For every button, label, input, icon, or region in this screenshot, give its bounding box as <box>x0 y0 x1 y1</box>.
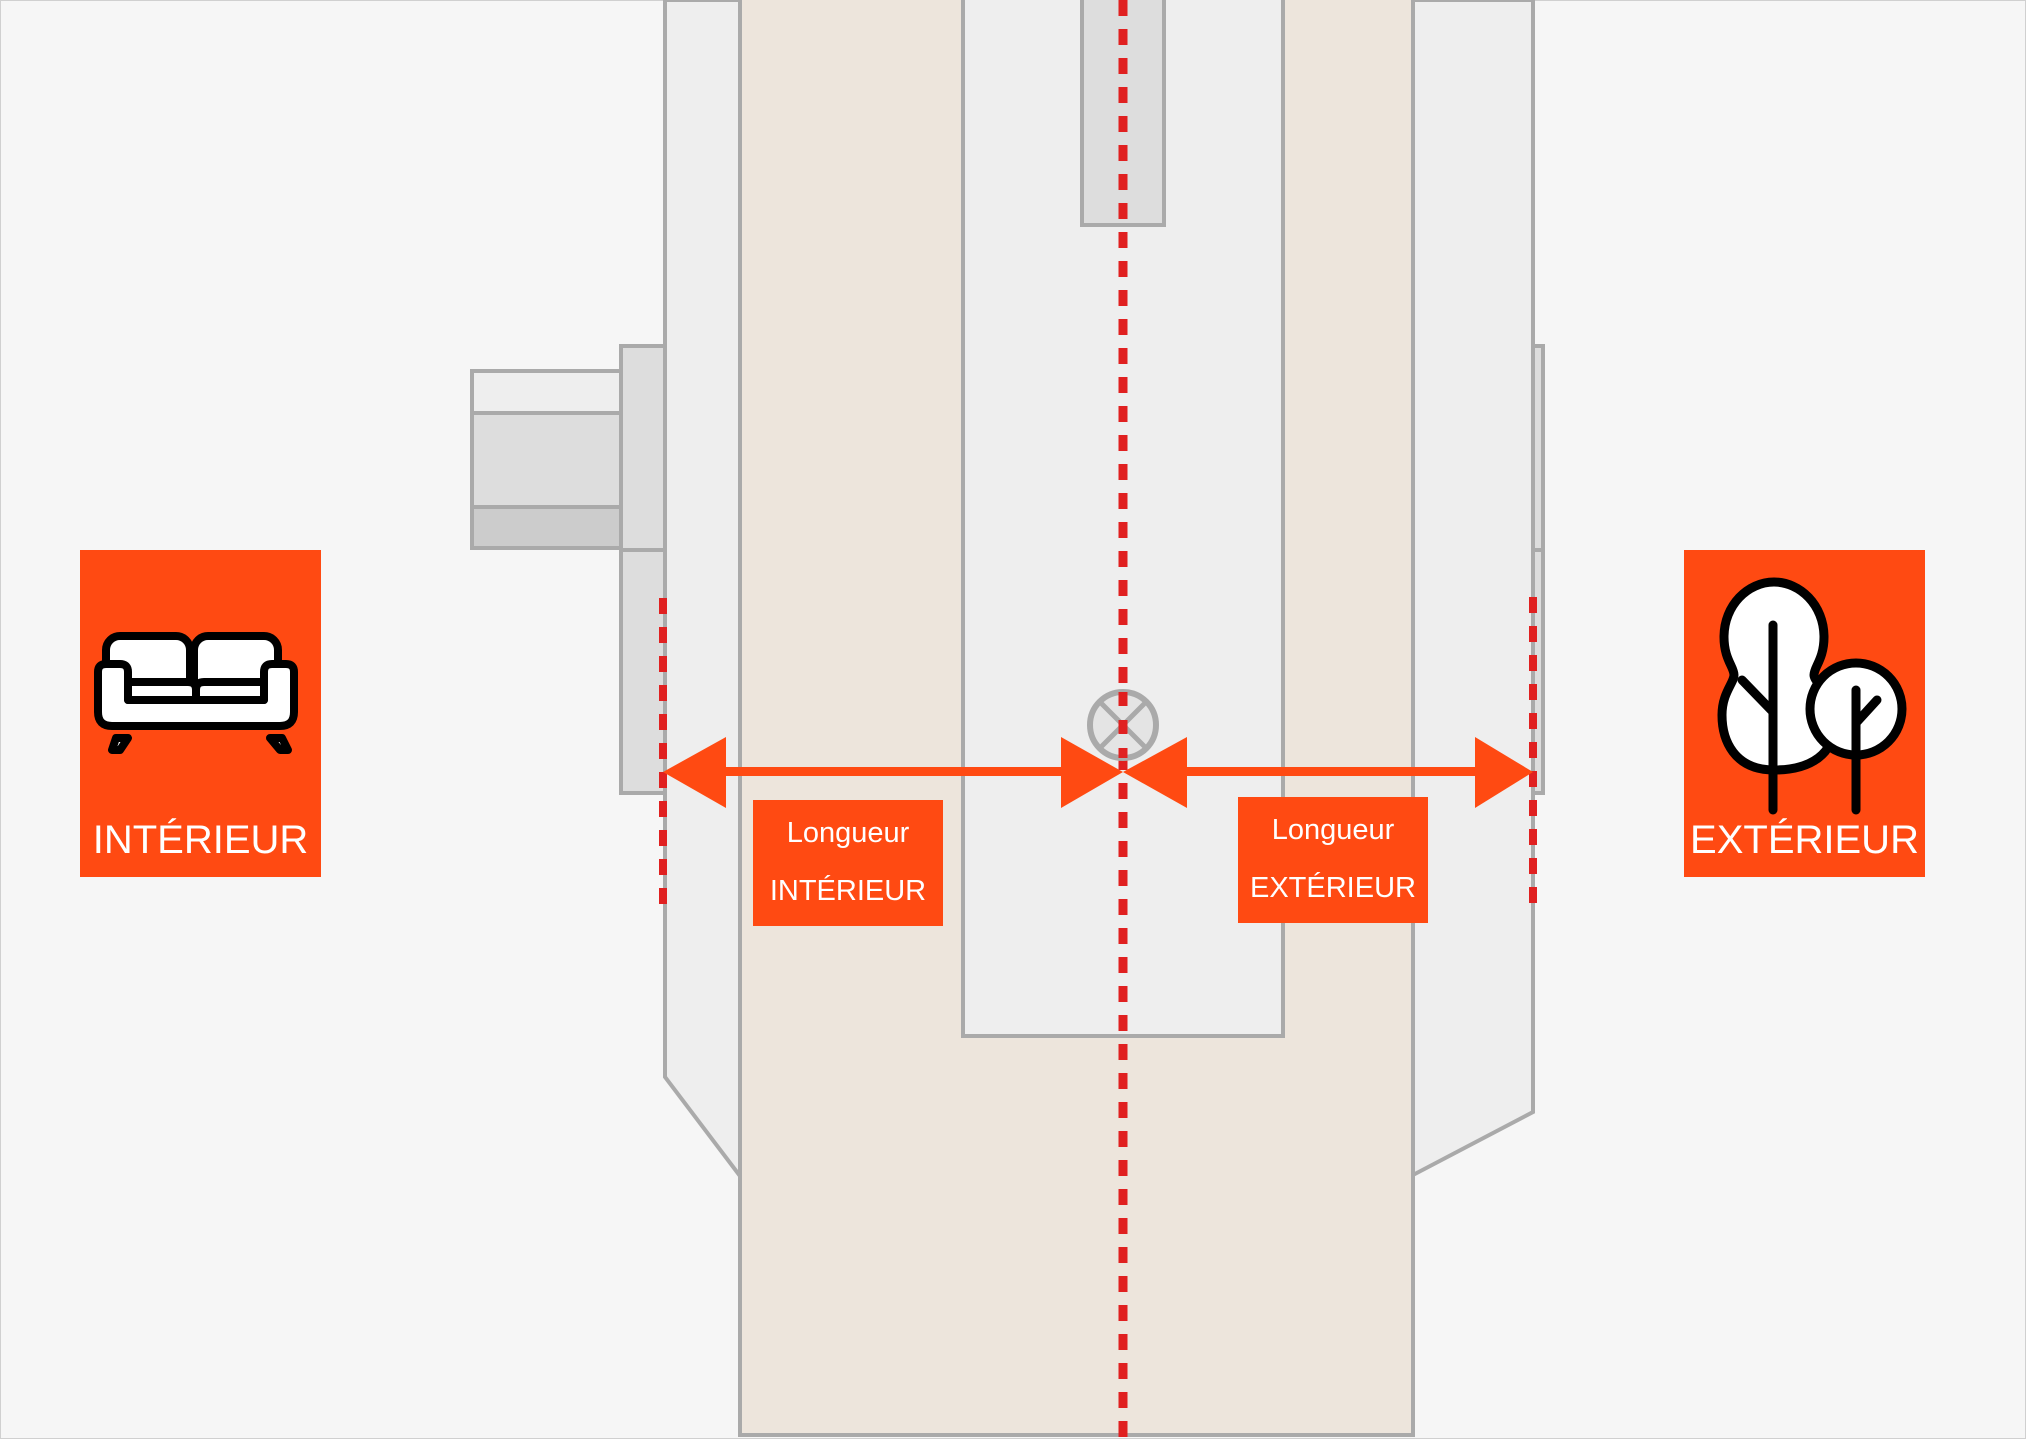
exterior-length-label: Longueur EXTÉRIEUR <box>1238 797 1428 923</box>
right-escutcheon-lower <box>1531 548 1545 795</box>
left-escutcheon-upper <box>619 344 667 552</box>
right-escutcheon-upper <box>1531 344 1545 552</box>
exterior-dimension-arrow <box>1123 737 1533 808</box>
left-escutcheon-lower <box>619 548 667 795</box>
interior-card: INTÉRIEUR <box>80 550 321 877</box>
interior-dimension-arrow <box>663 737 1123 808</box>
interior-length-line1: Longueur <box>786 817 910 849</box>
left-outer-plate <box>663 0 742 1182</box>
handle-rose-bottom <box>470 505 623 550</box>
trees-icon <box>1717 577 1907 815</box>
interior-length-line2: INTÉRIEUR <box>769 875 927 907</box>
exterior-length-line2: EXTÉRIEUR <box>1250 872 1416 904</box>
right-outer-plate <box>1411 0 1535 1179</box>
exterior-length-line1: Longueur <box>1271 814 1395 846</box>
sofa-icon <box>94 632 298 754</box>
cylinder-axis-icon <box>1087 689 1159 761</box>
interior-label: INTÉRIEUR <box>92 818 309 862</box>
exterior-card: EXTÉRIEUR <box>1684 550 1925 877</box>
handle-rose-mid <box>470 411 623 509</box>
interior-length-label: Longueur INTÉRIEUR <box>753 800 943 926</box>
handle-rose-top <box>470 369 623 415</box>
exterior-label: EXTÉRIEUR <box>1690 818 1919 862</box>
